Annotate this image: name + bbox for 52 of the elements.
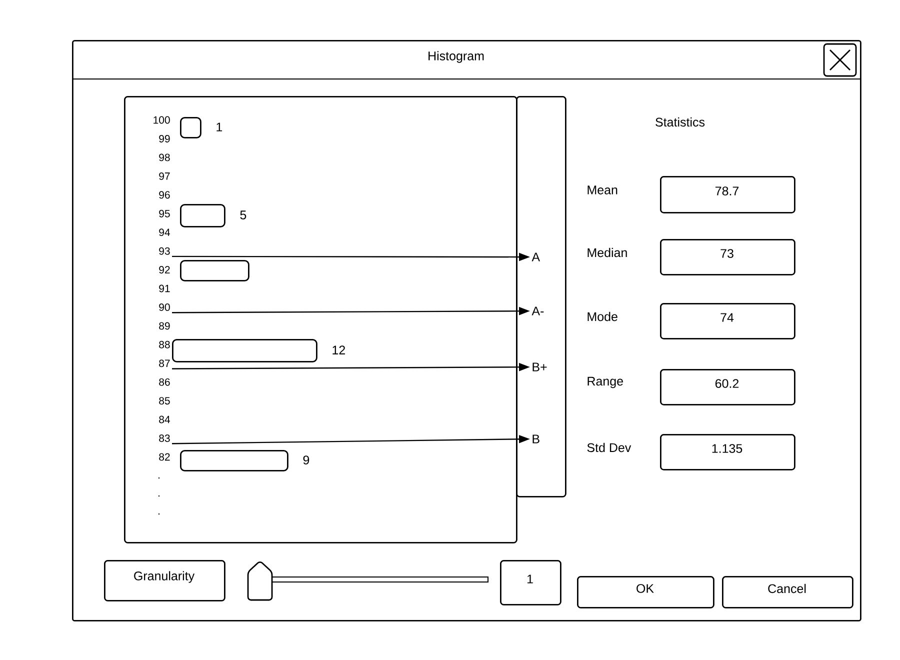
- histogram-bar: [180, 450, 288, 472]
- grade-label: A-: [532, 306, 544, 316]
- value-field: 60.2: [660, 369, 796, 406]
- score-label: 90: [159, 303, 170, 311]
- field-label: Mode: [588, 312, 618, 322]
- number-field: 1: [500, 560, 562, 606]
- field-label: Range: [588, 376, 623, 388]
- button: Cancel: [722, 576, 854, 608]
- score-label: 100: [154, 116, 170, 124]
- field-label: Std Dev: [587, 442, 632, 452]
- ellipsis-dot: .: [158, 477, 160, 479]
- button: Granularity: [104, 560, 226, 602]
- section-title: Statistics: [656, 117, 705, 127]
- grade-label: A: [532, 252, 540, 262]
- ellipsis-dot: .: [158, 513, 160, 515]
- score-label: 89: [159, 322, 170, 330]
- ellipsis-dot: .: [158, 495, 160, 497]
- bar-count: 5: [240, 210, 246, 220]
- bar-count: 12: [332, 346, 345, 354]
- score-label: 93: [159, 247, 170, 255]
- histogram-bar: [180, 117, 202, 138]
- score-label: 82: [159, 453, 170, 461]
- grade-label: B+: [532, 362, 547, 372]
- value-field: 1.135: [660, 434, 796, 470]
- score-label: 87: [159, 360, 170, 368]
- value-field: 73: [660, 239, 796, 276]
- score-label: 92: [159, 266, 170, 274]
- score-label: 85: [159, 397, 170, 405]
- score-label: 98: [159, 154, 170, 162]
- score-label: 83: [159, 434, 170, 442]
- field-label: Median: [588, 248, 627, 258]
- value-field: 78.7: [660, 176, 796, 214]
- histogram-bar: [180, 260, 250, 282]
- bar-count: 9: [303, 456, 310, 464]
- panel: [124, 96, 518, 544]
- score-label: 88: [159, 340, 170, 348]
- score-label: 94: [159, 228, 170, 236]
- panel: [516, 96, 566, 498]
- score-label: 86: [159, 378, 170, 386]
- field-label: Mean: [588, 186, 618, 194]
- score-label: 95: [159, 210, 170, 218]
- score-label: 96: [159, 191, 170, 199]
- score-label: 97: [159, 172, 170, 180]
- score-label: 84: [159, 416, 170, 424]
- grade-label: B: [532, 434, 540, 444]
- bar-count: 1: [216, 122, 222, 132]
- histogram-bar: [180, 204, 226, 228]
- histogram-bar: [172, 339, 318, 362]
- score-label: 99: [159, 135, 170, 142]
- score-label: 91: [159, 284, 170, 292]
- value-field: 74: [660, 303, 796, 340]
- button: OK: [577, 576, 714, 608]
